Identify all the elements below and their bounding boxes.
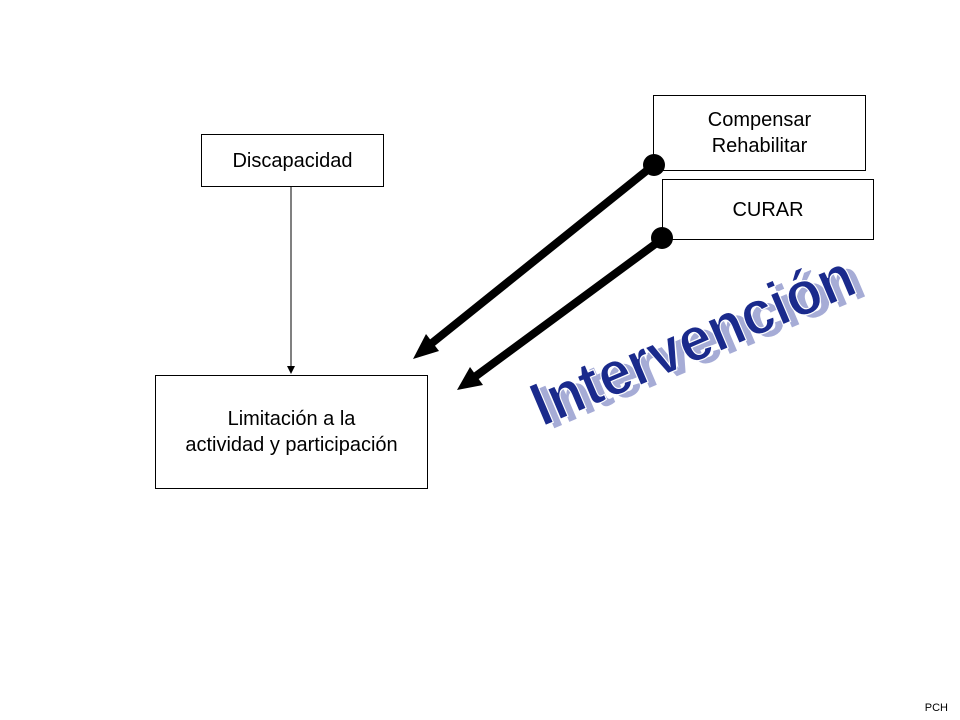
arrowhead-compensar [413, 334, 439, 359]
node-curar-label: CURAR [732, 198, 804, 221]
node-limitacion-label-line2: actividad y participación [185, 434, 398, 456]
node-curar: CURAR [662, 179, 874, 240]
footer-mark: PCH [924, 702, 948, 714]
wordart-shadow: Intervención [529, 244, 874, 442]
node-compensar-label: Compensar [707, 109, 812, 131]
arrow-compensar-to-limitacion [428, 164, 654, 347]
wordart-svg: Intervención Intervención [520, 241, 874, 443]
arrowhead-curar [457, 367, 483, 390]
node-discapacidad: Discapacidad [201, 134, 384, 187]
arrow-curar-to-limitacion [472, 238, 662, 380]
wordart-intervencion: Intervención Intervención [520, 222, 908, 452]
node-limitacion-label-line1: Limitación a la [227, 408, 356, 430]
node-rehabilitar-label: Rehabilitar [711, 135, 808, 157]
node-compensar-rehabilitar: Compensar Rehabilitar [653, 95, 866, 171]
wordart-text: Intervención [521, 242, 866, 440]
node-discapacidad-label: Discapacidad [232, 149, 353, 172]
node-limitacion: Limitación a la actividad y participació… [155, 375, 428, 489]
